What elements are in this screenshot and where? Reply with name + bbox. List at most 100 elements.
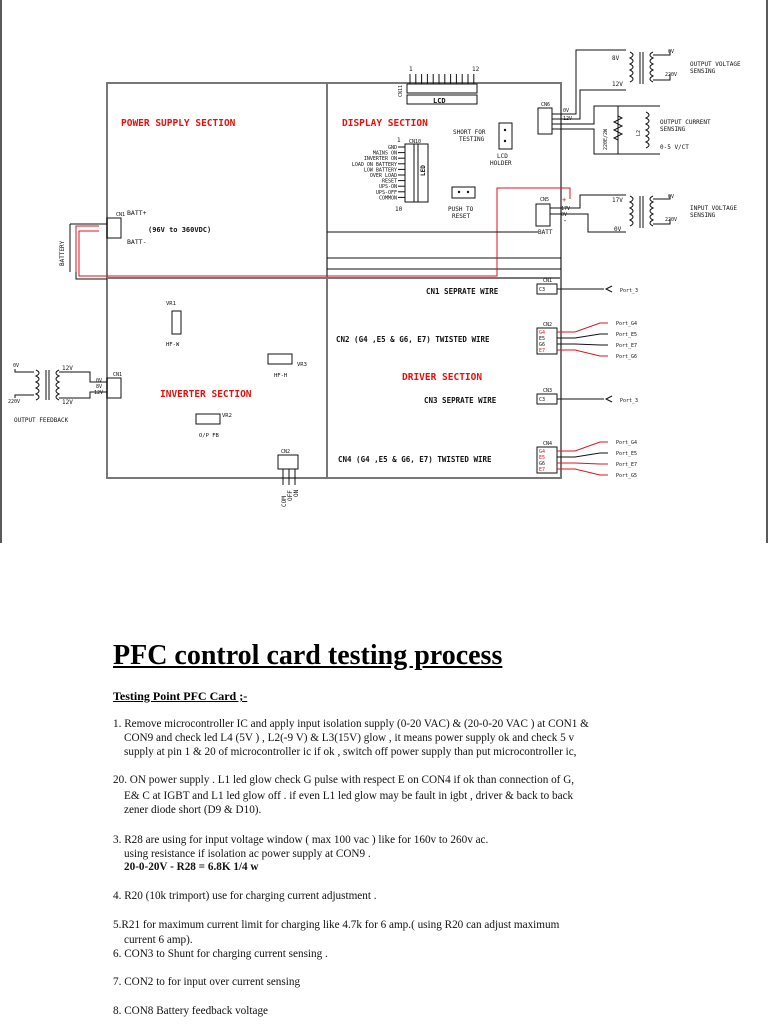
- cn6-ref: CN6: [541, 102, 550, 108]
- ovs-in-top: 0V: [668, 49, 674, 55]
- led-signal-label: LOAD ON BATTERY: [352, 162, 397, 168]
- power-supply-section-title: POWER SUPPLY SECTION: [121, 118, 236, 129]
- of-connector-ref: CN1: [113, 372, 122, 378]
- led-pin-last: 10: [395, 206, 403, 213]
- battery-wires: [75, 187, 571, 277]
- svg-text:Port_E7: Port_E7: [616, 462, 637, 468]
- ocs-range: 0-5 V/CT: [660, 144, 689, 151]
- svg-text:E5: E5: [539, 455, 545, 461]
- driver-row-cn1: CN1 SEPRATE WIRE CN1 C3 Port_3: [426, 278, 638, 296]
- doc-line-14: 7. CON2 to for input over current sensin…: [113, 976, 301, 988]
- ocs-resistor: 220E/2W: [603, 128, 609, 150]
- led-signal-label: RESET: [382, 179, 397, 185]
- of-sec-bottom: 12V: [62, 399, 73, 406]
- svg-text:Port_G4: Port_G4: [616, 440, 637, 446]
- svg-text:E5: E5: [539, 336, 545, 342]
- svg-text:C3: C3: [539, 287, 545, 293]
- cn5-batt: BATT: [538, 229, 553, 236]
- svg-text:G6: G6: [539, 342, 545, 348]
- led-connector-ref: CN10: [409, 139, 421, 145]
- display-section-title: DISPLAY SECTION: [342, 118, 428, 129]
- output-voltage-sensing-block: CN6 0V 12V 8V 12V 0V 220V OUTPUT VOLTAGE…: [537, 49, 741, 135]
- driver-row-cn4: CN4 (G4 ,E5 & G6, E7) TWISTED WIRE CN4 G…: [338, 440, 637, 479]
- led-signal-label: INVERTER ON: [364, 156, 397, 162]
- led-signal-label: OVER LOAD: [370, 173, 397, 179]
- lcd-connector-ref: CN11: [398, 85, 404, 97]
- lcd-pin-last: 12: [472, 66, 480, 73]
- doc-line-2: CON9 and check led L4 (5V ) , L2(-9 V) &…: [124, 732, 575, 744]
- batt-minus-label: BATT-: [127, 238, 147, 246]
- doc-line-7: 3. R28 are using for input voltage windo…: [113, 834, 489, 846]
- svg-text:G4: G4: [539, 449, 545, 455]
- pot-vr1: VR1 HF-W: [166, 301, 182, 348]
- batt-range-label: (96V to 360VDC): [148, 226, 211, 234]
- svg-text:CN2 (G4 ,E5 & G6, E7) TWISTED: CN2 (G4 ,E5 & G6, E7) TWISTED WIRE: [336, 335, 490, 344]
- doc-line-13: 6. CON3 to Shunt for charging current se…: [113, 948, 328, 960]
- output-feedback-block: 0V 220V 12V 12V 0V 8V 12V CN1 OUTPUT FEE…: [8, 363, 122, 424]
- led-signal-label: UPS-ON: [379, 184, 397, 190]
- doc-line-15: 8. CON8 Battery feedback voltage: [113, 1005, 269, 1017]
- of-pin-0: 0V: [96, 378, 102, 384]
- ovs-sec-top: 8V: [612, 55, 620, 62]
- svg-text:E7: E7: [539, 467, 545, 473]
- svg-text:Port_E5: Port_E5: [616, 332, 637, 338]
- of-pin-2: 12V: [94, 390, 103, 396]
- led-label: LED: [420, 165, 427, 176]
- battery-label: BATTERY: [59, 240, 66, 266]
- svg-text:OFF: OFF: [287, 490, 294, 501]
- led-signal-label: GND: [388, 145, 397, 151]
- svg-text:CN1 SEPRATE WIRE: CN1 SEPRATE WIRE: [426, 287, 499, 296]
- battery-block: BATTERY CN1 BATT+ (96V to 360VDC) BATT-: [59, 209, 211, 272]
- svg-text:Port_3: Port_3: [620, 398, 638, 404]
- ivs-sec-top: 17V: [612, 197, 623, 204]
- doc-line-12: current 6 amp).: [124, 934, 193, 946]
- ocs-ct-label: L2: [636, 130, 642, 136]
- doc-line-8: using resistance if isolation ac power s…: [124, 848, 371, 860]
- driver-row-cn2: CN2 (G4 ,E5 & G6, E7) TWISTED WIRE CN2 G…: [336, 321, 637, 360]
- doc-line-11: 5.R21 for maximum current limit for char…: [113, 919, 560, 931]
- svg-text:VR3: VR3: [297, 362, 307, 368]
- pot-vr2: VR2 O/P FB: [195, 413, 232, 439]
- of-pin-1: 8V: [96, 384, 102, 390]
- svg-text:E7: E7: [539, 348, 545, 354]
- ovs-in-bottom: 220V: [665, 72, 677, 78]
- battery-connector-ref: CN1: [116, 212, 125, 218]
- of-label: OUTPUT FEEDBACK: [14, 417, 69, 424]
- reset-button: [451, 186, 476, 199]
- of-in-top: 0V: [13, 363, 19, 369]
- svg-text:CN3 SEPRATE WIRE: CN3 SEPRATE WIRE: [424, 396, 497, 405]
- svg-text:HF-H: HF-H: [274, 373, 287, 379]
- ivs-sec-bottom: 0V: [614, 226, 622, 233]
- led-signal-label: MAINS ON: [373, 151, 397, 157]
- svg-text:CN2: CN2: [281, 449, 290, 455]
- led-pin-first: 1: [397, 137, 401, 144]
- of-sec-top: 12V: [62, 365, 73, 372]
- driver-row-cn3: CN3 SEPRATE WIRE CN3 C3 Port_3: [424, 388, 638, 405]
- section-grid: [106, 82, 562, 479]
- cn5-ref: CN5: [540, 197, 549, 203]
- led-signal-label: COMMON: [379, 195, 397, 201]
- svg-text:G4: G4: [539, 330, 545, 336]
- doc-line-3: supply at pin 1 & 20 of microcontroller …: [124, 746, 577, 758]
- cn5-pin-1: 17V: [561, 206, 570, 212]
- doc-line-4: 20. ON power supply . L1 led glow check …: [113, 774, 575, 786]
- ivs-in-top: 0V: [668, 194, 674, 200]
- svg-text:C3: C3: [539, 397, 545, 403]
- svg-text:G6: G6: [539, 461, 545, 467]
- cn2-bottom-connector: CN2 COM OFF ON: [277, 449, 300, 507]
- ivs-in-bottom: 220V: [665, 217, 677, 223]
- svg-text:ON: ON: [293, 489, 300, 497]
- doc-line-10: 4. R20 (10k trimport) use for charging c…: [113, 890, 377, 902]
- svg-text:Port_E5: Port_E5: [616, 451, 637, 457]
- svg-text:HF-W: HF-W: [166, 342, 180, 348]
- doc-line-9: 20-0-20V - R28 = 6.8K 1/4 w: [124, 861, 259, 873]
- lcd-label: LCD: [433, 97, 446, 105]
- cn5-plus: +: [562, 196, 566, 204]
- pot-vr3: VR3 HF-H: [267, 353, 307, 379]
